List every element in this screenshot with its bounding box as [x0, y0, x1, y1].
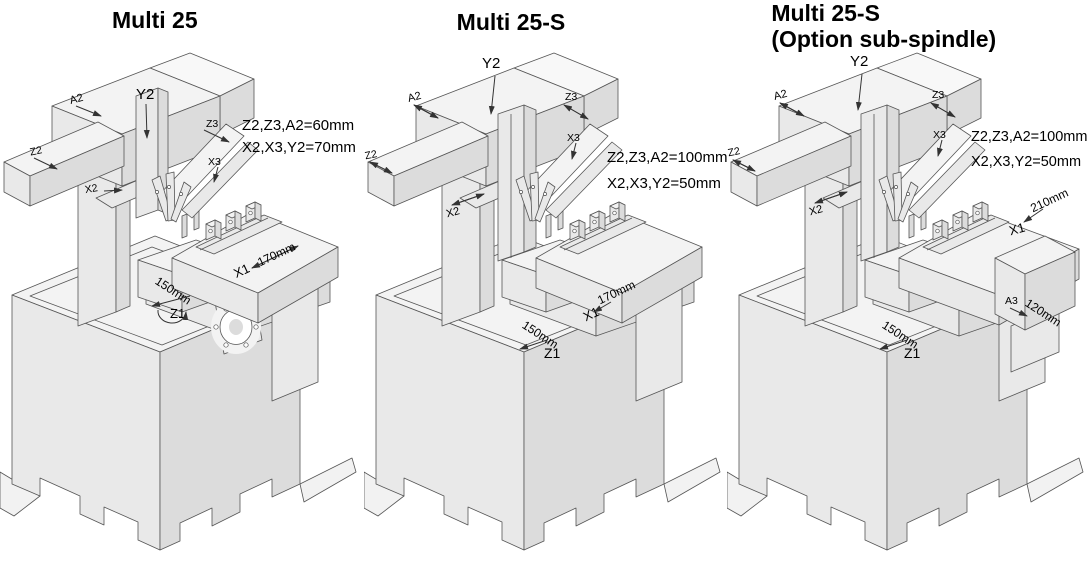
z2-arrow-reverse: [368, 161, 392, 174]
y2-arrow: [143, 103, 150, 139]
axis-label-z1: Z1: [904, 345, 921, 361]
a2-arrow-reverse: [779, 102, 805, 117]
travel-spec-line1: Z2,Z3,A2=100mm: [971, 129, 1087, 145]
travel-spec-line1: Z2,Z3,A2=60mm: [242, 117, 354, 134]
axis-label-x3: X3: [567, 132, 580, 144]
panel-title: Multi 25-S (Option sub-spindle): [771, 0, 996, 53]
x3-arrow: [570, 142, 577, 160]
machine-drawing-multi-25-s-sub: Y2 A2 Z3 X3 Z2 Z2,Z3,A2=100mm X2,X3,Y2=5…: [727, 52, 1088, 551]
x3-arrow: [937, 139, 944, 157]
x1-arrow: [592, 301, 611, 313]
axis-label-z3: Z3: [206, 118, 218, 130]
x1-travel-label: 210mm: [1029, 186, 1071, 216]
axis-label-a2: A2: [773, 88, 789, 103]
axis-label-y2: Y2: [482, 55, 500, 72]
axis-label-z2: Z2: [29, 144, 44, 158]
machine-drawing-multi-25: A2 Y2 Z3 X3 Z2 X2 Z2,Z3,A2=60mm X2,X3,Y2…: [0, 52, 357, 551]
x2-arrow-reverse: [814, 191, 848, 204]
travel-spec-line2: X2,X3,Y2=50mm: [607, 175, 721, 192]
spindle-rotation-arrow: [157, 309, 189, 324]
axis-label-x2: X2: [84, 182, 99, 196]
travel-spec-line2: X2,X3,Y2=70mm: [242, 139, 356, 156]
z3-arrow: [203, 129, 230, 143]
z3-arrow-reverse: [930, 102, 956, 118]
panel-multi-25-s: Multi 25-S: [363, 0, 728, 562]
z1-arrow: [518, 339, 547, 350]
y2-arrow: [856, 73, 863, 111]
axis-label-z2: Z2: [727, 145, 741, 159]
panel-title: Multi 25-S: [456, 9, 566, 35]
x1-arrow: [1023, 208, 1044, 223]
panel-multi-25-s-sub-spindle: Multi 25-S (Option sub-spindle): [727, 0, 1091, 562]
axis-label-x3: X3: [208, 156, 221, 168]
machine-illustration: [363, 52, 721, 551]
a3-arrow: [1010, 307, 1029, 317]
z1-arrow: [879, 339, 908, 350]
axis-label-x2: X2: [808, 203, 824, 218]
x3-arrow: [213, 166, 219, 183]
axis-label-x2: X2: [445, 205, 461, 220]
panel-title: Multi 25: [112, 7, 198, 33]
panel-multi-25: Multi 25: [0, 0, 364, 562]
x1-arrow-reverse: [251, 245, 299, 269]
travel-spec-line1: Z2,Z3,A2=100mm: [607, 149, 727, 166]
z2-arrow-reverse: [732, 159, 756, 172]
z1-arrow: [151, 295, 191, 307]
y2-arrow: [488, 75, 496, 115]
travel-spec-line2: X2,X3,Y2=50mm: [971, 154, 1081, 170]
axis-label-x1: X1: [231, 261, 252, 281]
machine-illustration: [727, 52, 1084, 551]
panel-title-line1: Multi 25-S: [771, 0, 880, 26]
axis-label-z2: Z2: [364, 148, 378, 162]
axis-label-x3: X3: [933, 129, 946, 141]
a2-arrow: [75, 105, 102, 117]
panel-title-line2: (Option sub-spindle): [771, 26, 997, 53]
machine-drawing-multi-25-s: Y2 A2 Z3 X3 Z2 Z2,Z3,A2=100mm X2,X3,Y2=5…: [363, 52, 727, 551]
a2-arrow-reverse: [412, 104, 438, 119]
axis-label-y2: Y2: [850, 53, 868, 70]
axis-label-x1: X1: [1008, 220, 1027, 239]
z3-arrow-reverse: [562, 104, 588, 120]
z2-arrow: [33, 157, 58, 170]
axis-label-a3: A3: [1005, 295, 1018, 307]
axis-label-a2: A2: [406, 90, 422, 105]
axis-label-z3: Z3: [565, 91, 577, 103]
axis-label-y2: Y2: [136, 86, 154, 103]
axis-label-z1: Z1: [544, 345, 561, 361]
axis-label-z3: Z3: [932, 89, 944, 101]
axis-label-a2: A2: [68, 92, 84, 107]
x2-arrow-reverse: [450, 193, 484, 206]
axis-label-z1: Z1: [170, 306, 185, 321]
x2-arrow: [103, 187, 123, 194]
machine-illustration: [0, 52, 357, 551]
